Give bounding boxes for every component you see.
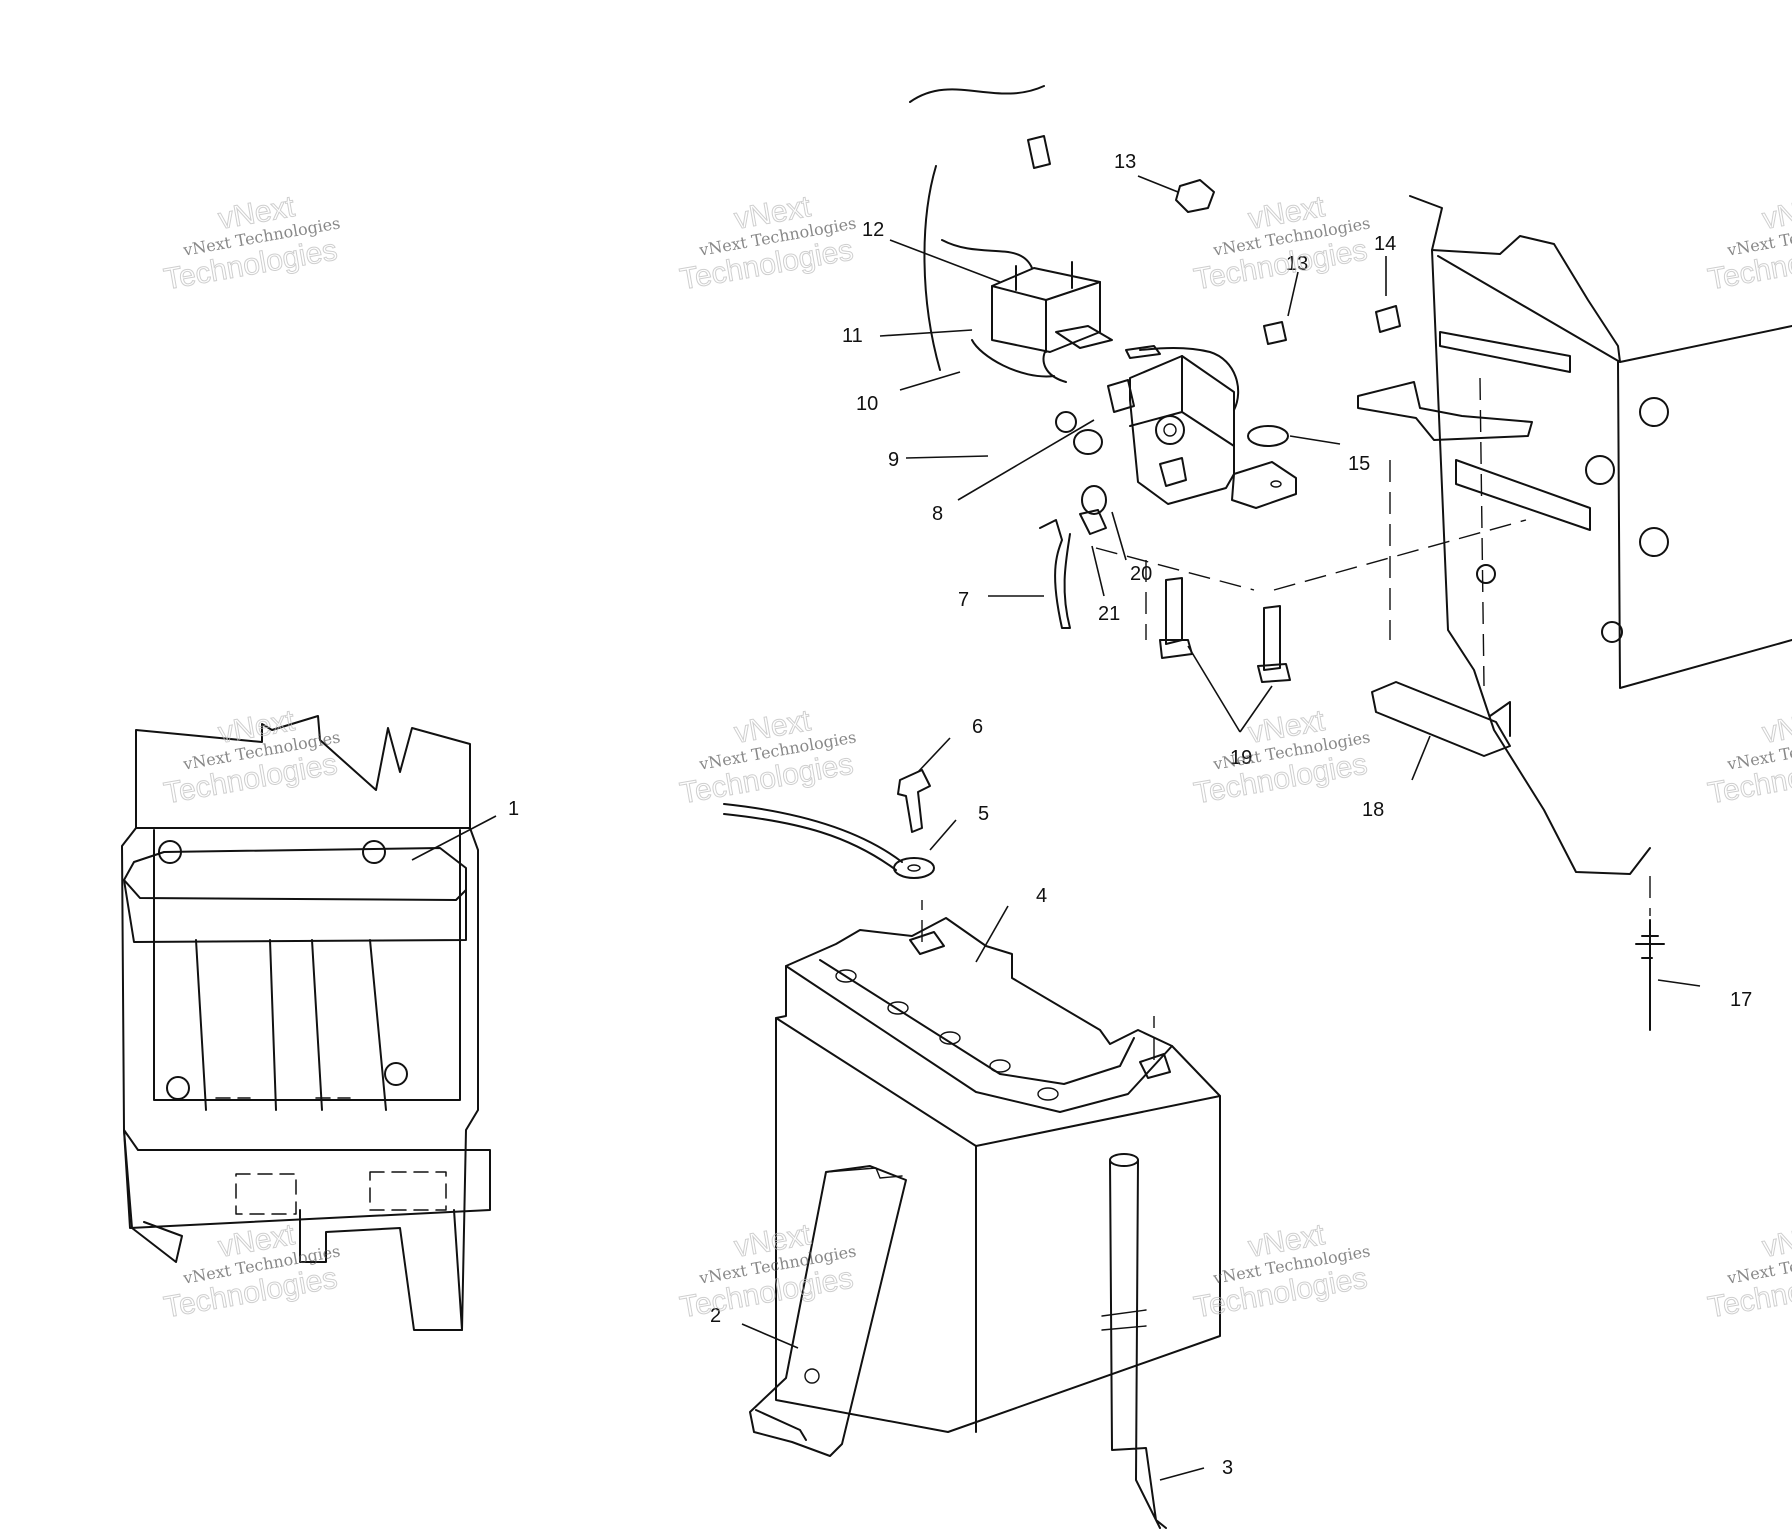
vent-tube: [1101, 1153, 1167, 1529]
watermark: vNext vNext Technologies Technologies: [677, 1218, 858, 1325]
ignition-coil: [909, 85, 1113, 383]
callout-13-top: 13: [1114, 151, 1136, 173]
callout-10: 10: [856, 393, 878, 415]
callout-20: 20: [1130, 563, 1152, 585]
callout-1: 1: [508, 798, 519, 820]
leader-lines: [741, 175, 1701, 1481]
callout-13-mid: 13: [1286, 253, 1308, 275]
watermark: vNext vNext Technologies Technologies: [1705, 190, 1792, 297]
watermark: vNext vNext Technologies Technologies: [161, 1218, 342, 1325]
mounting-bracket: [1095, 195, 1792, 1031]
watermark: vNext vNext Technologies Technologies: [677, 190, 858, 297]
watermark: vNext vNext Technologies Technologies: [1705, 1218, 1792, 1325]
watermark: vNext vNext Technologies Technologies: [1705, 704, 1792, 811]
watermarks: vNext vNext Technologies Technologies vN…: [161, 190, 1792, 1325]
watermark: vNext vNext Technologies Technologies: [161, 190, 342, 297]
solenoid-assembly: [1107, 345, 1297, 509]
svg-text:vNext: vNext: [1760, 190, 1792, 236]
callout-4: 4: [1036, 885, 1047, 907]
battery-strap: [749, 1165, 907, 1457]
watermark: vNext vNext Technologies Technologies: [677, 704, 858, 811]
callout-3: 3: [1222, 1457, 1233, 1479]
callout-8: 8: [932, 503, 943, 525]
callout-15: 15: [1348, 453, 1370, 475]
callout-21: 21: [1098, 603, 1120, 625]
svg-text:vNext: vNext: [1760, 704, 1792, 750]
ground-cable: [723, 769, 935, 879]
callout-7: 7: [958, 589, 969, 611]
callout-17: 17: [1730, 989, 1752, 1011]
callout-11: 11: [842, 325, 863, 347]
svg-text:vNext: vNext: [1760, 1218, 1792, 1264]
callout-2: 2: [710, 1305, 721, 1327]
callout-6: 6: [972, 716, 983, 738]
callout-12: 12: [862, 219, 884, 241]
callout-5: 5: [978, 803, 989, 825]
watermark: vNext vNext Technologies Technologies: [1191, 1218, 1372, 1325]
callout-18: 18: [1362, 799, 1384, 821]
battery-holder: [121, 715, 497, 1331]
callout-19: 19: [1230, 747, 1252, 769]
callout-labels: 1 2 3 4 5 6 7 8 9 10 11 12 13 13 14 15 1…: [508, 151, 1752, 1479]
nuts-washers-bolts: [1039, 179, 1401, 683]
callout-9: 9: [888, 449, 899, 471]
watermark: vNext vNext Technologies Technologies: [161, 704, 342, 811]
battery: [775, 900, 1221, 1433]
watermark: vNext vNext Technologies Technologies: [1191, 704, 1372, 811]
callout-14: 14: [1374, 233, 1396, 255]
